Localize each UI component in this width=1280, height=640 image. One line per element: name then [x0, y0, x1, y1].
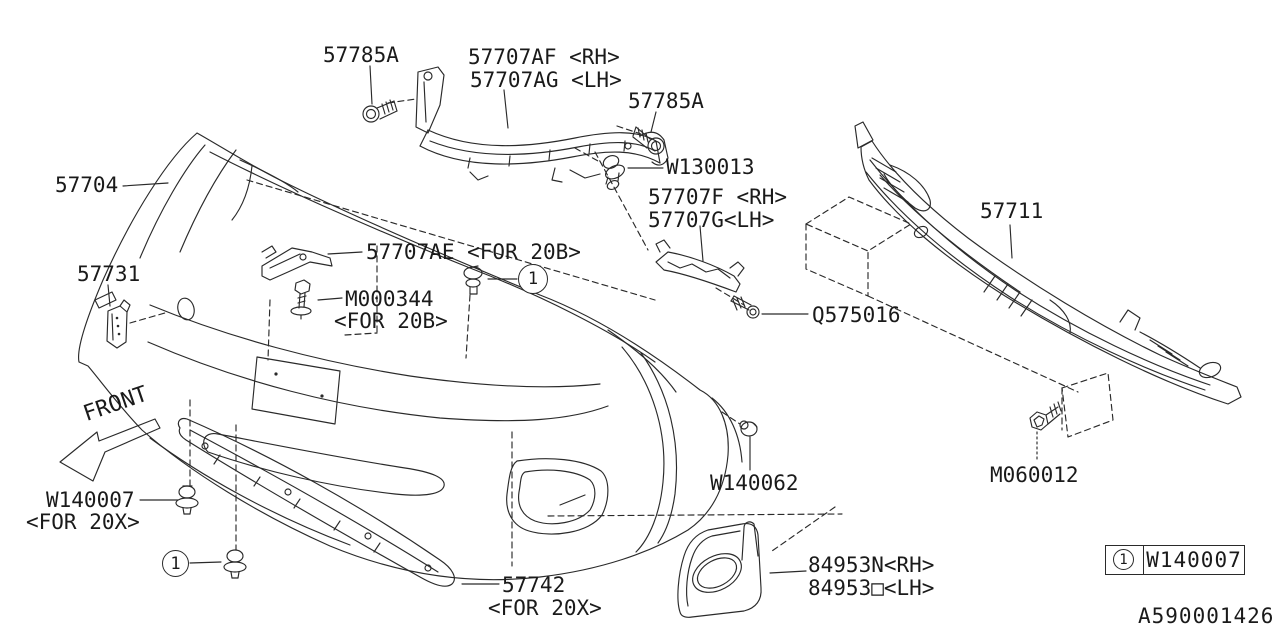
part-label-w140062: W140062 — [710, 471, 799, 495]
fog-cover-84953-drawing — [677, 521, 762, 618]
clip-w140062-icon — [739, 420, 758, 437]
drawing-number: A590001426 — [1138, 604, 1275, 628]
construction-dashed-lines — [129, 98, 1114, 567]
part-label-57707ag: 57707AG <LH> — [470, 68, 622, 92]
screw-57785a-left-icon — [362, 99, 398, 123]
side-bracket-57707f-drawing — [655, 239, 745, 293]
part-label-57785a-left: 57785A — [323, 43, 399, 67]
part-label-57707g: 57707G<LH> — [648, 208, 775, 232]
part-label-57785a-right: 57785A — [628, 89, 704, 113]
legend-table: 1 W140007 — [1105, 545, 1245, 575]
part-label-57704: 57704 — [55, 173, 119, 197]
part-label-57742-note: <FOR 20X> — [488, 596, 602, 620]
part-label-m060012: M060012 — [990, 463, 1079, 487]
part-label-57742: 57742 — [502, 573, 566, 597]
part-label-57707af: 57707AF <RH> — [468, 45, 620, 69]
clip-callout1-bottom-icon — [223, 549, 247, 579]
legend-part-number: W140007 — [1146, 548, 1242, 572]
callout-1-bottom: 1 — [162, 550, 189, 577]
part-label-m000344: M000344 — [345, 287, 434, 311]
part-label-57711: 57711 — [980, 199, 1044, 223]
clip-w130013-icon — [602, 155, 625, 190]
part-label-57707f: 57707F <RH> — [648, 185, 788, 209]
part-label-57707ae: 57707AE <FOR 20B> — [366, 240, 581, 264]
clip-w140007-icon — [175, 485, 199, 515]
bracket-57707ae-drawing — [261, 245, 333, 281]
front-arrow-icon — [59, 418, 161, 482]
clip-callout1-top-icon — [463, 265, 483, 295]
part-label-84953n: 84953N<RH> — [808, 553, 935, 577]
bolt-m060012-icon — [1029, 401, 1062, 431]
part-label-q575016: Q575016 — [812, 303, 901, 327]
bolt-m000344-icon — [290, 279, 312, 320]
part-label-57731: 57731 — [77, 262, 141, 286]
upper-bracket-57707af-drawing — [415, 66, 669, 183]
part-label-w140007: W140007 — [46, 488, 135, 512]
part-label-w130013: W130013 — [666, 155, 755, 179]
part-label-84953-lh: 84953□<LH> — [808, 576, 935, 600]
leader-lines — [107, 65, 1038, 585]
callout-1-top: 1 — [518, 264, 548, 294]
cover-57731-drawing — [106, 299, 131, 349]
legend-ref-cell: 1 — [1106, 546, 1144, 574]
legend-callout-1: 1 — [1113, 549, 1134, 570]
beam-57711-drawing — [854, 121, 1242, 405]
part-label-m000344-note: <FOR 20B> — [334, 309, 448, 333]
skirt-57742-drawing — [177, 417, 455, 587]
bumper-cover-57704-drawing — [77, 132, 743, 581]
screw-57785a-right-icon — [632, 126, 665, 155]
part-label-w140007-note: <FOR 20X> — [26, 510, 140, 534]
